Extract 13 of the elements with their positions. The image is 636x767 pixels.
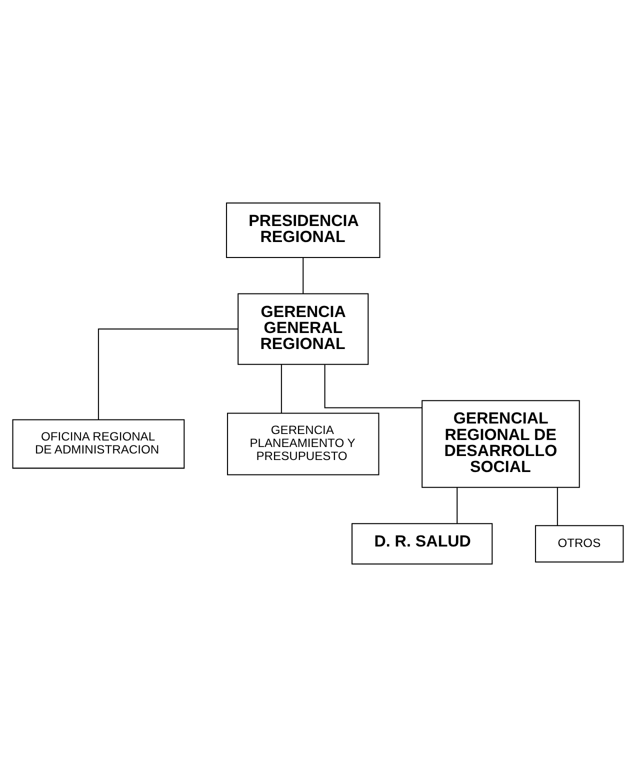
node-box: D. R. SALUD (352, 523, 493, 564)
node-box: PRESIDENCIA REGIONAL (226, 202, 380, 258)
node-box: GERENCIA PLANEAMIENTO Y PRESUPUESTO (227, 412, 380, 476)
node-box: OTROS (535, 525, 624, 562)
connector (324, 364, 422, 408)
connector (302, 258, 304, 294)
connector (98, 328, 238, 420)
node-box: GERENCIA GENERAL REGIONAL (238, 293, 369, 365)
connector (280, 364, 282, 414)
connector (556, 487, 558, 526)
node-box: GERENCIAL REGIONAL DE DESARROLLO SOCIAL (422, 400, 580, 488)
node-box: OFICINA REGIONAL DE ADMINISTRACION (12, 419, 185, 469)
connector (456, 487, 458, 524)
